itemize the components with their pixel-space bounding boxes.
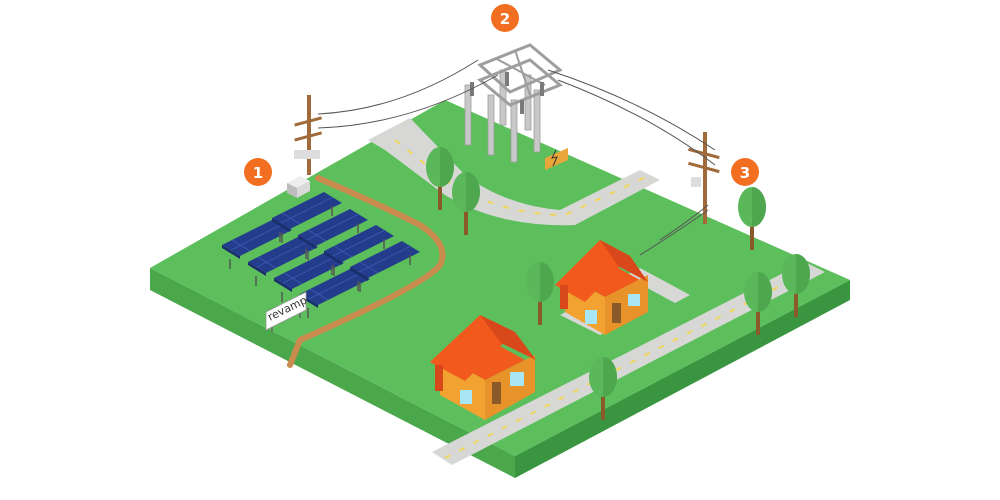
marker-3: 3: [731, 158, 759, 186]
marker-3-label: 3: [740, 164, 750, 182]
marker-2-label: 2: [500, 10, 510, 28]
utility-pole-left: [294, 95, 323, 175]
power-lines: [317, 59, 716, 256]
marker-2: 2: [491, 4, 519, 32]
dirt-path: [287, 175, 446, 368]
ground-tile: [150, 100, 850, 478]
substation: [464, 43, 568, 170]
marker-1-label: 1: [253, 164, 263, 182]
house-back: [555, 240, 648, 335]
house-front: [430, 315, 536, 420]
inverter-box: [287, 176, 310, 198]
marker-1: 1: [244, 158, 272, 186]
